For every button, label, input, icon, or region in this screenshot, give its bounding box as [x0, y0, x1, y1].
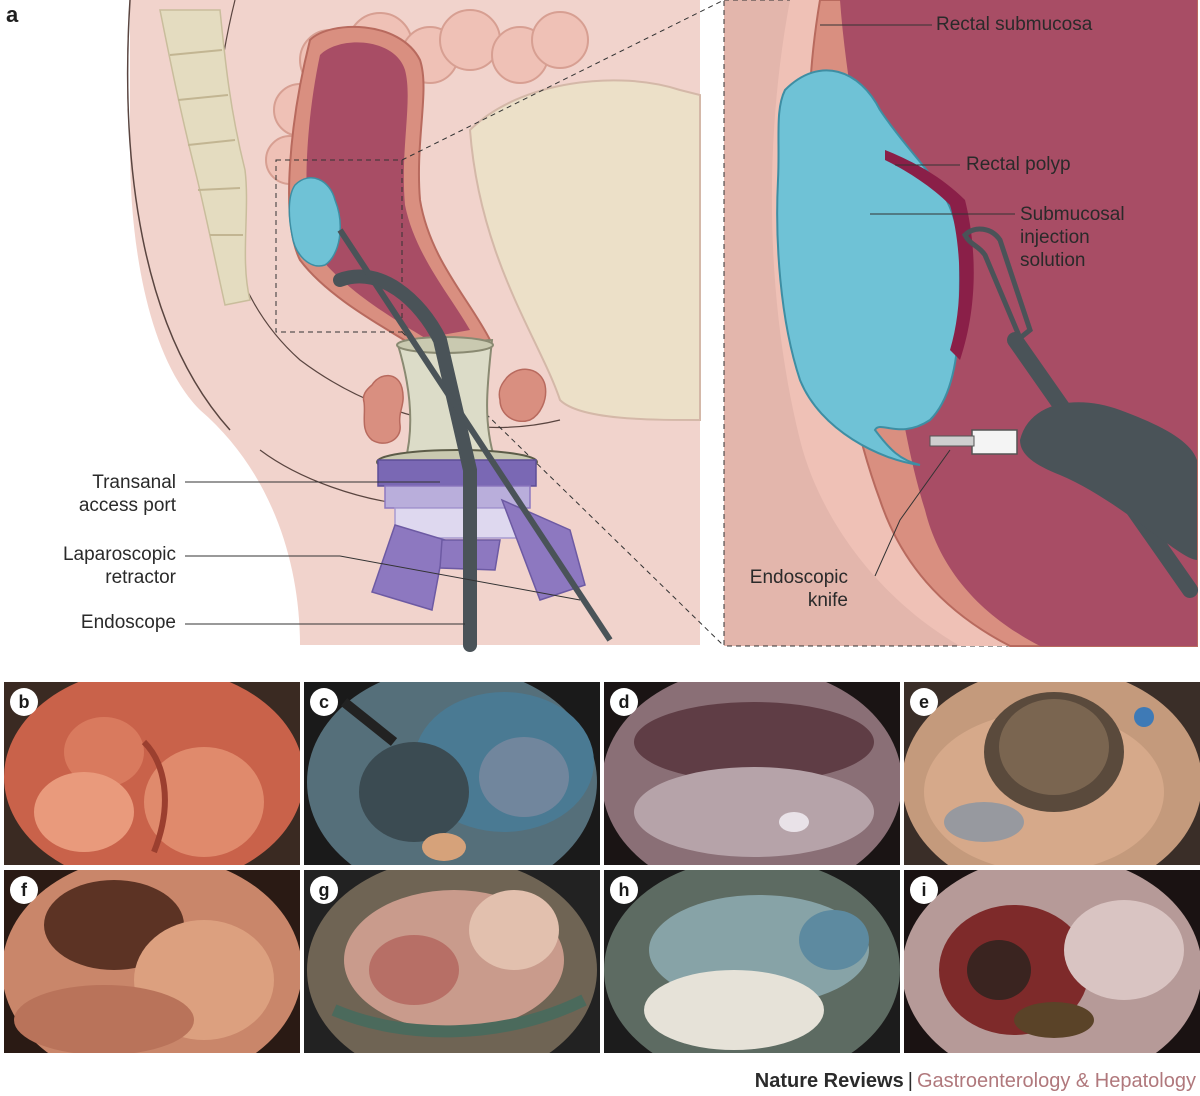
- organ-right: [498, 368, 547, 422]
- photo-c-image: [304, 682, 600, 865]
- label-port-line2: access port: [78, 495, 176, 516]
- photo-e-image: [904, 682, 1200, 865]
- label-retractor-line1: Laparoscopic: [62, 544, 176, 565]
- label-submucosal-injection-line2: injection: [1020, 227, 1090, 248]
- photo-d-image: [604, 682, 900, 865]
- photo-panel-b: b: [4, 682, 300, 865]
- retractor-blade-left: [371, 524, 446, 611]
- label-submucosal-injection: Submucosal injection solution: [1020, 203, 1125, 272]
- photo-g-letter: g: [310, 876, 338, 904]
- photo-panel-e: e: [904, 682, 1200, 865]
- retractor-rod: [337, 228, 613, 642]
- zoom-snare: [961, 226, 1033, 343]
- label-endoscope: Endoscope: [80, 612, 176, 633]
- photo-panel-h: h: [604, 870, 900, 1053]
- label-knife-line1: Endoscopic: [749, 567, 848, 588]
- photo-b-image: [4, 682, 300, 865]
- photo-b-letter: b: [10, 688, 38, 716]
- label-retractor-line2: retractor: [105, 567, 176, 588]
- footer-subjournal: Gastroenterology & Hepatology: [916, 1070, 1196, 1092]
- label-laparoscopic-retractor: Laparoscopic retractor: [40, 543, 176, 589]
- photo-i-image: [904, 870, 1200, 1053]
- photo-panel-f: f: [4, 870, 300, 1053]
- label-endoscopic-knife: Endoscopic knife: [730, 566, 848, 612]
- photo-g-image: [304, 870, 600, 1053]
- photo-f-letter: f: [10, 876, 38, 904]
- organ-left: [362, 374, 404, 444]
- zoom-box: [275, 159, 403, 333]
- footer-separator: |: [907, 1070, 913, 1092]
- label-transanal-access-port: Transanal access port: [60, 471, 176, 517]
- footer-journal: Nature Reviews: [754, 1070, 904, 1092]
- zoom-knife-cap: [971, 429, 1018, 455]
- endoscope-shaft: [333, 269, 477, 652]
- bladder: [468, 79, 701, 422]
- photo-c-letter: c: [310, 688, 338, 716]
- zoom-knife: [929, 435, 975, 447]
- label-submucosal-injection-line3: solution: [1020, 250, 1086, 271]
- injection-small: [288, 177, 341, 267]
- zoom-polyp: [885, 150, 974, 360]
- panel-a-illustration: [126, 0, 1198, 652]
- footer-credit: Nature Reviews|Gastroenterology & Hepato…: [755, 1070, 1196, 1093]
- photo-e-letter: e: [910, 688, 938, 716]
- photo-h-letter: h: [610, 876, 638, 904]
- body-contour: [126, 0, 231, 431]
- photo-d-letter: d: [610, 688, 638, 716]
- photo-panel-i: i: [904, 870, 1200, 1053]
- label-submucosal-injection-line1: Submucosal: [1020, 204, 1125, 225]
- photo-h-image: [604, 870, 900, 1053]
- label-rectal-submucosa: Rectal submucosa: [936, 14, 1093, 35]
- rectum-lumen: [306, 42, 470, 338]
- photo-panel-d: d: [604, 682, 900, 865]
- photo-panel-c: c: [304, 682, 600, 865]
- vertebrae-lines: [169, 49, 243, 236]
- zoom-endoscope: [1020, 402, 1197, 560]
- label-knife-line2: knife: [807, 590, 848, 611]
- label-port-line1: Transanal: [92, 472, 176, 493]
- panel-a-letter: a: [6, 2, 19, 27]
- label-rectal-polyp: Rectal polyp: [966, 154, 1071, 175]
- photo-i-letter: i: [910, 876, 938, 904]
- photo-f-image: [4, 870, 300, 1053]
- sacrum: [159, 9, 251, 306]
- photo-panel-g: g: [304, 870, 600, 1053]
